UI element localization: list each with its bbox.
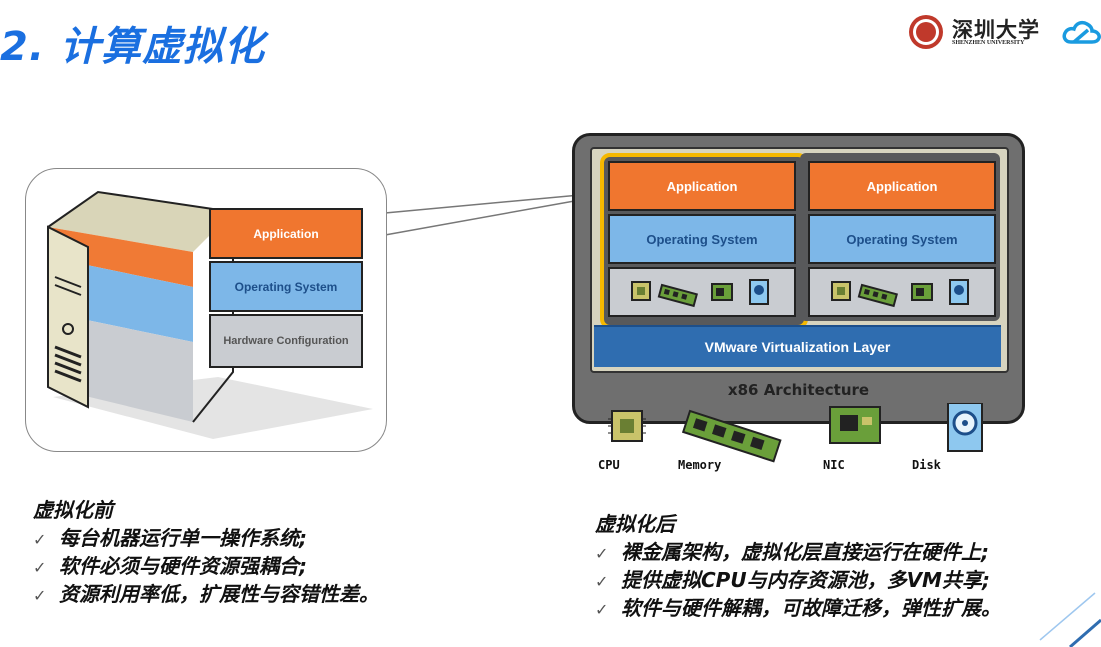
cloud-logo-icon (1062, 20, 1101, 44)
vm-2-os-layer: Operating System (808, 214, 996, 264)
before-os-layer: Operating System (209, 261, 363, 312)
after-item: ✓提供虚拟CPU与内存资源池，多VM共享; (595, 566, 1095, 594)
cpu-label: CPU (598, 458, 620, 472)
disk-label: Disk (912, 458, 941, 472)
memory-label: Memory (678, 458, 722, 472)
corner-decoration (1039, 592, 1101, 647)
after-heading: 虚拟化后 (595, 512, 675, 536)
before-hardware-config-layer: Hardware Configuration (209, 314, 363, 368)
before-item: ✓每台机器运行单一操作系统; (33, 524, 513, 552)
disk-drive-icon (947, 403, 983, 452)
after-virtualization-diagram: Application Operating System Application… (572, 133, 1025, 473)
vm-2-virtual-hardware (808, 267, 996, 317)
vm-1-virtual-hardware (608, 267, 796, 317)
after-item: ✓裸金属架构，虚拟化层直接运行在硬件上; (595, 538, 1095, 566)
memory-module-icon (681, 409, 782, 463)
virtualization-layer: VMware Virtualization Layer (594, 325, 1001, 367)
slide-title: 2. 计算虚拟化 (0, 24, 265, 70)
before-virtualization-diagram: Application Operating System Hardware Co… (25, 165, 581, 455)
check-icon: ✓ (595, 544, 609, 563)
architecture-label: x86 Architecture (727, 381, 870, 399)
physical-hardware-icons (608, 403, 983, 463)
before-application-layer: Application (209, 208, 363, 259)
nic-icon (711, 283, 733, 301)
before-heading: 虚拟化前 (33, 498, 113, 522)
chip-icon (631, 281, 651, 301)
nic-label: NIC (823, 458, 845, 472)
university-name-en: SHENZHEN UNIVERSITY (952, 40, 1025, 46)
after-item: ✓软件与硬件解耦，可故障迁移，弹性扩展。 (595, 594, 1095, 622)
vm-1-virtual-hardware-icons (631, 279, 769, 308)
server-tower-icon (47, 190, 373, 439)
vm-1-os-layer: Operating System (608, 214, 796, 264)
university-logo: 深圳大学 SHENZHEN UNIVERSITY (902, 12, 1101, 52)
memory-icon (657, 283, 698, 308)
vm-2-virtual-hardware-icons (831, 279, 969, 308)
nic-card-icon (829, 406, 881, 444)
check-icon: ✓ (595, 600, 609, 619)
check-icon: ✓ (33, 530, 47, 549)
check-icon: ✓ (33, 558, 47, 577)
university-name-cn: 深圳大学 (952, 17, 1040, 42)
disk-icon (749, 279, 769, 305)
callout-lines (384, 194, 581, 236)
after-text-block: 虚拟化后 ✓裸金属架构，虚拟化层直接运行在硬件上; ✓提供虚拟CPU与内存资源池… (595, 510, 1095, 622)
before-item: ✓软件必须与硬件资源强耦合; (33, 552, 513, 580)
chip-icon (831, 281, 851, 301)
university-seal-icon (909, 15, 943, 49)
cpu-chip-icon (608, 410, 646, 442)
check-icon: ✓ (595, 572, 609, 591)
check-icon: ✓ (33, 586, 47, 605)
disk-icon (949, 279, 969, 305)
nic-icon (911, 283, 933, 301)
vm-1-application-layer: Application (608, 161, 796, 211)
before-text-block: 虚拟化前 ✓每台机器运行单一操作系统; ✓软件必须与硬件资源强耦合; ✓资源利用… (33, 496, 513, 608)
memory-icon (857, 283, 898, 308)
before-item: ✓资源利用率低，扩展性与容错性差。 (33, 580, 513, 608)
vm-2-application-layer: Application (808, 161, 996, 211)
